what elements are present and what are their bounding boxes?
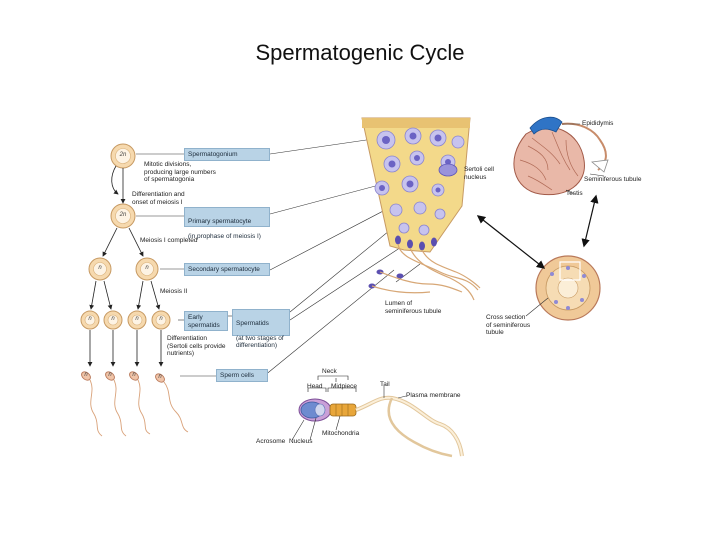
nucleus-label: Nucleus [289,438,313,445]
meiosis-1-label: Meiosis I completed [140,237,198,244]
primary-spermatocyte-title: Primary spermatocyte [188,217,252,225]
head-label: Head [307,383,323,390]
ploidy-label-sperm-4: n [158,374,162,380]
meiosis-2-label: Meiosis II [160,288,188,295]
sertoli-nucleus-label: Sertoli cell nucleus [464,166,494,181]
neck-label: Neck [322,368,337,375]
mitotic-divisions-label: Mitotic divisions, producing large numbe… [144,161,216,183]
primary-spermatocyte-cell [110,203,136,229]
ploidy-label-spermatid-3: n [135,316,139,322]
ploidy-label-spermatogonium: 2n [119,152,127,158]
primary-spermatocyte-sub: (in prophase of meiosis I) [188,232,261,240]
epididymis-label: Epididymis [582,120,614,127]
ploidy-label-spermatid-4: n [159,316,163,322]
spermatids-box: Spermatids (at two stages of differentia… [232,309,290,349]
secondary-spermatocyte-cell-right [135,257,159,281]
secondary-spermatocyte-box: Secondary spermatocyte [184,263,270,276]
sertoli-nutrients-label: Differentiation (Sertoli cells provide n… [167,335,226,357]
testis-label: Testis [566,190,583,197]
spermatids-sub: (at two stages of differentiation) [236,334,284,350]
ploidy-label-primary: 2n [119,212,127,218]
primary-spermatocyte-box: Primary spermatocyte (in prophase of mei… [184,207,270,240]
plasma-membrane-label: Plasma membrane [406,392,461,399]
tubule-cross-section [535,255,601,321]
slide-title: Spermatogenic Cycle [255,40,465,65]
sperm-structure-detail [291,375,464,458]
acrosome-label: Acrosome [256,438,286,445]
spermatogonium-cell [110,143,136,169]
mitochondria-label: Mitochondria [322,430,360,437]
ploidy-label-secondary-right: n [145,265,149,271]
seminiferous-tubule-wedge [361,117,481,301]
ploidy-label-sperm-1: n [84,372,88,378]
differentiation-label: Differentiation and onset of meiosis I [132,191,185,206]
navigation-arrows [476,194,599,269]
lineage-arrows [87,165,164,367]
early-spermatid-cells [80,310,171,330]
secondary-spermatocyte-cell-left [88,257,112,281]
sperm-cells [81,371,189,437]
sperm-cells-box: Sperm cells [216,369,268,382]
tail-label: Tail [380,381,390,388]
midpiece-label: Midpiece [331,383,358,390]
ploidy-label-spermatid-2: n [111,316,115,322]
testis-illustration [513,116,609,196]
ploidy-label-sperm-2: n [108,372,112,378]
spermatogonium-box: Spermatogonium [184,148,270,161]
ploidy-label-secondary-left: n [98,265,102,271]
lumen-label: Lumen of seminiferous tubule [385,300,442,315]
ploidy-label-spermatid-1: n [88,316,92,322]
ploidy-label-sperm-3: n [132,372,136,378]
seminiferous-tubule-label: Seminiferous tubule [584,176,642,183]
early-spermatids-box: Early spermatids [184,311,228,331]
spermatids-title: Spermatids [236,319,269,327]
cross-section-label: Cross section of seminiferous tubule [486,314,531,336]
